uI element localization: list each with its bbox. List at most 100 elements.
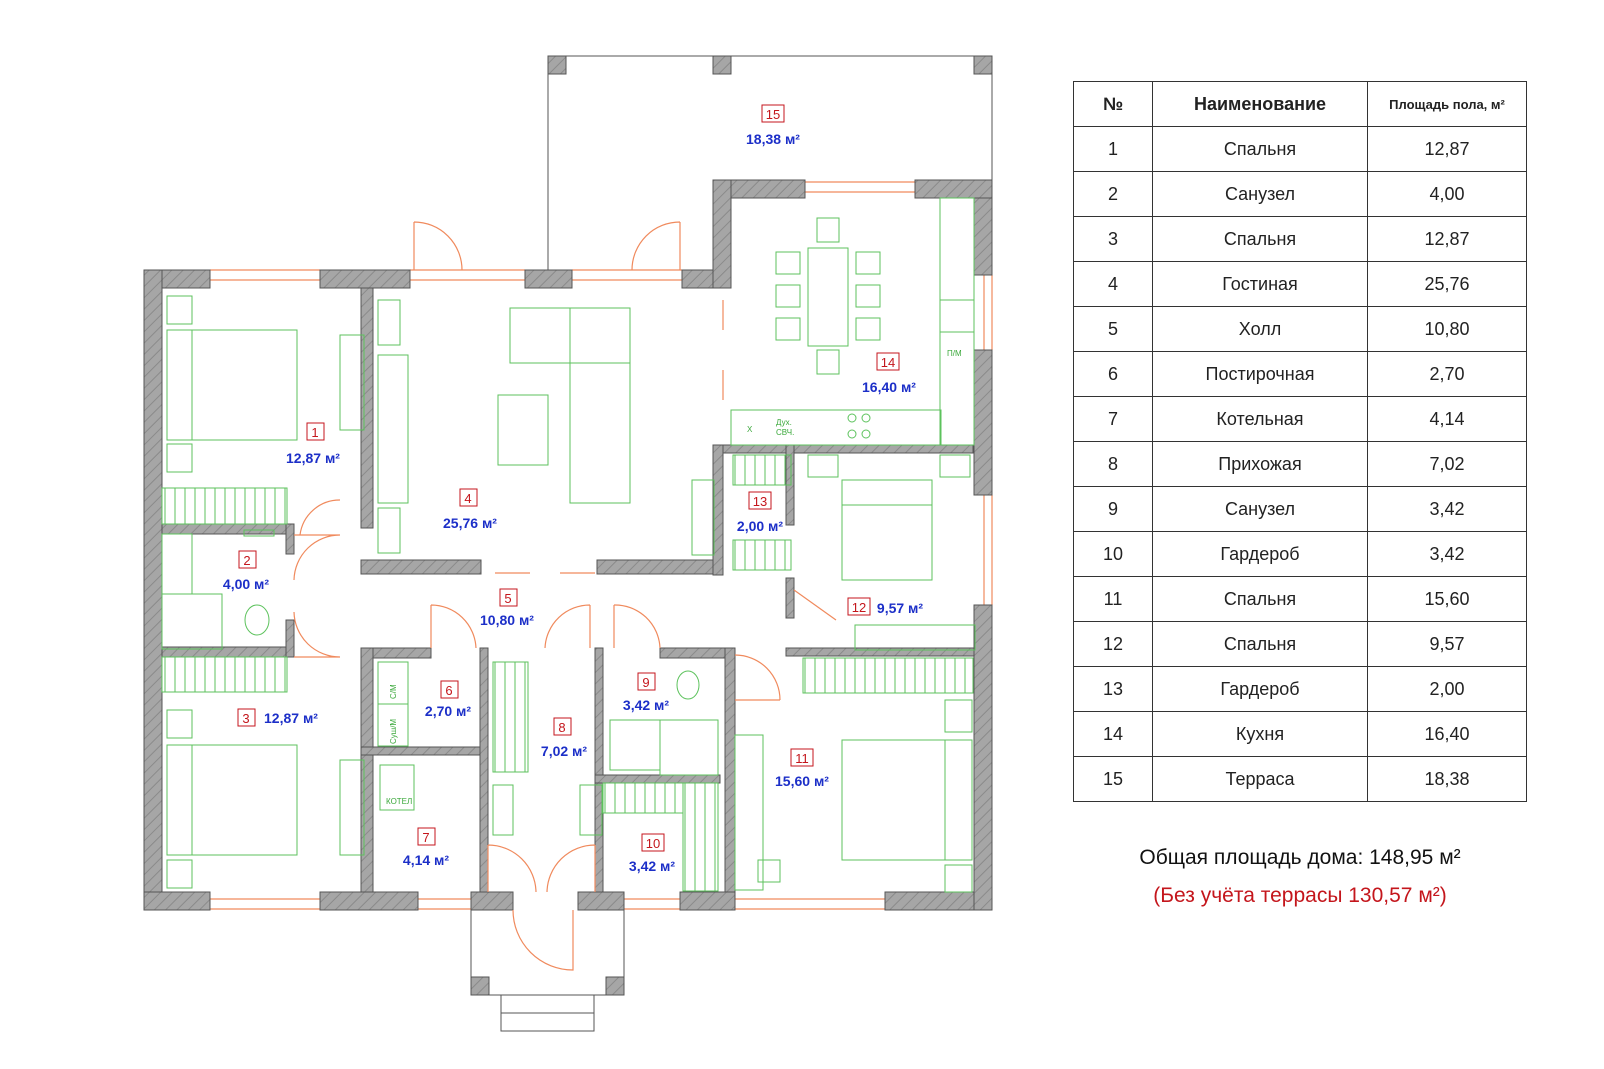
col-header-name: Наименование — [1152, 81, 1368, 127]
table-cell-num: 6 — [1073, 351, 1153, 397]
room-num-10: 10 — [641, 833, 665, 852]
room-area-12: 9,57 м² — [877, 600, 923, 616]
table-cell-num: 10 — [1073, 531, 1153, 577]
svg-text:6: 6 — [445, 683, 452, 698]
table-cell-name: Спальня — [1152, 216, 1368, 262]
table-cell-name: Котельная — [1152, 396, 1368, 442]
svg-text:14: 14 — [881, 355, 895, 370]
room-area-8: 7,02 м² — [541, 743, 587, 759]
table-cell-area: 3,42 — [1367, 531, 1527, 577]
table-cell-area: 12,87 — [1367, 126, 1527, 172]
table-cell-num: 7 — [1073, 396, 1153, 442]
windows — [210, 181, 993, 910]
table-cell-area: 12,87 — [1367, 216, 1527, 262]
svg-text:5: 5 — [504, 591, 511, 606]
table-cell-name: Гардероб — [1152, 666, 1368, 712]
oven-label: Дух. — [776, 418, 792, 427]
table-cell-name: Терраса — [1152, 756, 1368, 802]
room-num-7: 7 — [417, 827, 436, 846]
table-cell-area: 16,40 — [1367, 711, 1527, 757]
room-area-5: 10,80 м² — [480, 612, 534, 628]
table-cell-name: Спальня — [1152, 126, 1368, 172]
table-cell-num: 11 — [1073, 576, 1153, 622]
dryer-label: Суш/М — [389, 719, 398, 744]
table-cell-num: 15 — [1073, 756, 1153, 802]
svg-text:12: 12 — [852, 600, 866, 615]
room-area-10: 3,42 м² — [629, 858, 675, 874]
room-area-2: 4,00 м² — [223, 576, 269, 592]
svg-text:10: 10 — [646, 836, 660, 851]
table-cell-area: 10,80 — [1367, 306, 1527, 352]
table-cell-area: 2,70 — [1367, 351, 1527, 397]
table-cell-name: Санузел — [1152, 171, 1368, 217]
doors — [293, 221, 837, 971]
room-area-13: 2,00 м² — [737, 518, 783, 534]
room-area-9: 3,42 м² — [623, 697, 669, 713]
table-cell-area: 3,42 — [1367, 486, 1527, 532]
room-number-labels: 1 2 3 4 5 6 7 8 9 10 11 12 13 14 15 — [237, 104, 900, 852]
room-area-15: 18,38 м² — [746, 131, 800, 147]
boiler-label: КОТЕЛ — [386, 797, 412, 806]
svg-text:7: 7 — [422, 830, 429, 845]
table-cell-num: 4 — [1073, 261, 1153, 307]
table-header-row: № Наименование Площадь пола, м² — [1073, 81, 1527, 127]
svg-text:9: 9 — [642, 675, 649, 690]
svg-text:4: 4 — [464, 491, 471, 506]
area-without-terrace: (Без учёта террасы 130,57 м²) — [1153, 884, 1447, 907]
table-cell-num: 14 — [1073, 711, 1153, 757]
col-header-area: Площадь пола, м² — [1367, 81, 1527, 127]
washer-label: С/М — [389, 684, 398, 699]
sink-label: X — [747, 425, 753, 434]
room-area-7: 4,14 м² — [403, 852, 449, 868]
table-cell-area: 18,38 — [1367, 756, 1527, 802]
room-area-labels: 12,87 м² 4,00 м² 12,87 м² 25,76 м² 10,80… — [223, 131, 923, 874]
room-num-3: 3 — [237, 708, 256, 727]
table-cell-name: Гостиная — [1152, 261, 1368, 307]
room-area-14: 16,40 м² — [862, 379, 916, 395]
microwave-label: СВЧ. — [776, 428, 794, 437]
table-cell-name: Постирочная — [1152, 351, 1368, 397]
col-header-num: № — [1073, 81, 1153, 127]
table-cell-area: 2,00 — [1367, 666, 1527, 712]
svg-text:13: 13 — [753, 494, 767, 509]
total-area: Общая площадь дома: 148,95 м² — [1139, 846, 1461, 869]
table-cell-area: 9,57 — [1367, 621, 1527, 667]
svg-text:3: 3 — [242, 711, 249, 726]
furniture — [161, 197, 976, 893]
dishwasher-label: П/М — [947, 349, 962, 358]
table-cell-area: 25,76 — [1367, 261, 1527, 307]
room-area-1: 12,87 м² — [286, 450, 340, 466]
table-cell-area: 4,14 — [1367, 396, 1527, 442]
room-num-9: 9 — [637, 672, 656, 691]
table-cell-name: Спальня — [1152, 576, 1368, 622]
room-num-2: 2 — [238, 550, 257, 569]
room-num-4: 4 — [459, 488, 478, 507]
table-cell-num: 9 — [1073, 486, 1153, 532]
room-num-13: 13 — [748, 491, 772, 510]
table-cell-num: 1 — [1073, 126, 1153, 172]
svg-text:15: 15 — [766, 107, 780, 122]
svg-text:11: 11 — [795, 751, 809, 766]
room-num-6: 6 — [440, 680, 459, 699]
svg-text:8: 8 — [558, 720, 565, 735]
room-num-8: 8 — [553, 717, 572, 736]
table-cell-num: 12 — [1073, 621, 1153, 667]
room-num-1: 1 — [306, 422, 325, 441]
room-area-6: 2,70 м² — [425, 703, 471, 719]
